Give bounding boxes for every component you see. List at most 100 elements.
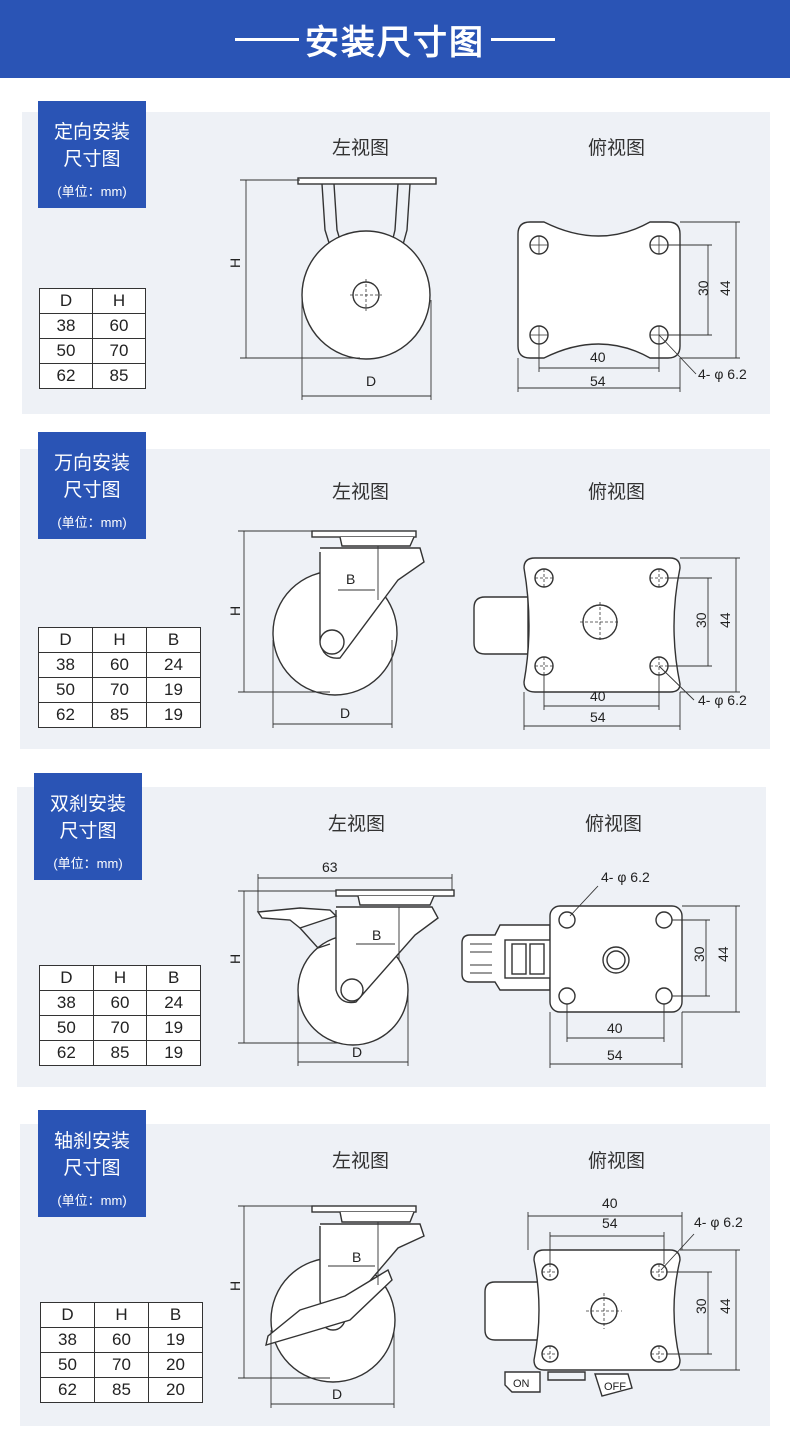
brake-off-label: OFF bbox=[604, 1381, 626, 1393]
tag-unit: (单位：mm) bbox=[53, 856, 123, 871]
dimension-table-axle-brake: D H B 38 60 19 50 70 20 62 85 20 bbox=[40, 1302, 203, 1403]
dim-54-label: 54 bbox=[590, 709, 606, 725]
left-view-label: 左视图 bbox=[332, 1151, 390, 1172]
table-row: 38 60 24 bbox=[39, 990, 201, 1016]
dim-30-label: 30 bbox=[693, 1298, 709, 1314]
table-header: H bbox=[92, 288, 146, 314]
dim-d-label: D bbox=[332, 1386, 342, 1402]
table-cell: 19 bbox=[146, 702, 201, 728]
tag-line1: 轴刹安装 bbox=[53, 1131, 130, 1152]
tag-line1: 万向安装 bbox=[53, 453, 130, 474]
table-cell: 38 bbox=[39, 990, 94, 1016]
hole-label: 4- φ 6.2 bbox=[698, 692, 747, 708]
dim-54-label: 54 bbox=[607, 1047, 623, 1063]
tag-line2: 尺寸图 bbox=[63, 149, 121, 170]
tag-unit: (单位：mm) bbox=[57, 515, 127, 530]
table-cell: 62 bbox=[40, 1377, 95, 1403]
table-row: 62 85 20 bbox=[40, 1377, 203, 1403]
dim-54-label: 54 bbox=[602, 1215, 618, 1231]
table-row: 38 60 24 bbox=[38, 652, 201, 678]
tag-unit: (单位：mm) bbox=[57, 1193, 127, 1208]
dim-h-label: H bbox=[227, 606, 243, 616]
table-row: 38 60 19 bbox=[40, 1327, 203, 1353]
section-swivel-tag: 万向安装 尺寸图 (单位：mm) bbox=[38, 432, 146, 539]
top-view-label: 俯视图 bbox=[588, 482, 646, 503]
dim-44-label: 44 bbox=[717, 1298, 733, 1314]
table-header: B bbox=[146, 965, 201, 991]
top-view-label: 俯视图 bbox=[588, 1151, 646, 1172]
left-view-label: 左视图 bbox=[332, 138, 390, 159]
table-header: D bbox=[38, 627, 93, 653]
table-cell: 62 bbox=[38, 702, 93, 728]
page-title: 安装尺寸图 bbox=[305, 23, 485, 62]
top-view-label: 俯视图 bbox=[585, 814, 643, 835]
table-cell: 60 bbox=[94, 1327, 149, 1353]
table-cell: 62 bbox=[39, 1040, 94, 1066]
table-row: 62 85 bbox=[39, 363, 146, 389]
dim-44-label: 44 bbox=[717, 280, 733, 296]
page-header: 安装尺寸图 bbox=[0, 0, 790, 78]
table-cell: 50 bbox=[39, 338, 93, 364]
hole-label: 4- φ 6.2 bbox=[698, 366, 747, 382]
dim-44-label: 44 bbox=[717, 612, 733, 628]
tag-line2: 尺寸图 bbox=[59, 821, 117, 842]
top-view-label: 俯视图 bbox=[588, 138, 646, 159]
tag-line1: 定向安装 bbox=[53, 122, 130, 143]
dimension-table-double-brake: D H B 38 60 24 50 70 19 62 85 19 bbox=[39, 965, 201, 1066]
dim-40-label: 40 bbox=[602, 1195, 618, 1211]
dimension-table-fixed: D H 38 60 50 70 62 85 bbox=[39, 288, 146, 389]
dim-d-label: D bbox=[340, 705, 350, 721]
table-row: 50 70 19 bbox=[39, 1015, 201, 1041]
table-cell: 19 bbox=[148, 1327, 203, 1353]
table-row: 62 85 19 bbox=[38, 702, 201, 728]
dim-40-label: 40 bbox=[590, 688, 606, 704]
header-dash-left bbox=[235, 37, 299, 41]
dim-40-label: 40 bbox=[607, 1020, 623, 1036]
left-view-label: 左视图 bbox=[328, 814, 386, 835]
table-cell: 50 bbox=[39, 1015, 94, 1041]
table-cell: 50 bbox=[40, 1352, 95, 1378]
table-cell: 85 bbox=[92, 363, 146, 389]
table-cell: 38 bbox=[38, 652, 93, 678]
tag-line1: 双刹安装 bbox=[49, 794, 126, 815]
dim-30-label: 30 bbox=[695, 280, 711, 296]
section-double-brake-tag: 双刹安装 尺寸图 (单位：mm) bbox=[34, 773, 142, 880]
dim-h-label: H bbox=[227, 1281, 243, 1291]
table-header-row: D H B bbox=[40, 1302, 203, 1328]
dim-h-label: H bbox=[227, 954, 243, 964]
table-header-row: D H B bbox=[38, 627, 201, 653]
table-cell: 24 bbox=[146, 652, 201, 678]
table-cell: 50 bbox=[38, 677, 93, 703]
section-fixed-tag: 定向安装 尺寸图 (单位：mm) bbox=[38, 101, 146, 208]
table-row: 50 70 19 bbox=[38, 677, 201, 703]
table-row: 62 85 19 bbox=[39, 1040, 201, 1066]
tag-line2: 尺寸图 bbox=[63, 480, 121, 501]
hole-label: 4- φ 6.2 bbox=[601, 869, 650, 885]
dimension-table-swivel: D H B 38 60 24 50 70 19 62 85 19 bbox=[38, 627, 201, 728]
dim-44-label: 44 bbox=[715, 946, 731, 962]
dim-b-label: B bbox=[346, 571, 355, 587]
table-cell: 19 bbox=[146, 1015, 201, 1041]
dim-b-label: B bbox=[372, 927, 381, 943]
dim-30-label: 30 bbox=[691, 946, 707, 962]
dim-40-label: 40 bbox=[590, 349, 606, 365]
section-axle-brake-tag: 轴刹安装 尺寸图 (单位：mm) bbox=[38, 1110, 146, 1217]
table-cell: 24 bbox=[146, 990, 201, 1016]
dim-h-label: H bbox=[227, 258, 243, 268]
table-header: B bbox=[146, 627, 201, 653]
dim-b-label: B bbox=[352, 1249, 361, 1265]
hole-label: 4- φ 6.2 bbox=[694, 1214, 743, 1230]
dim-d-label: D bbox=[352, 1044, 362, 1060]
table-cell: 20 bbox=[148, 1377, 203, 1403]
left-view-label: 左视图 bbox=[332, 482, 390, 503]
tag-unit: (单位：mm) bbox=[57, 184, 127, 199]
table-header: H bbox=[92, 965, 148, 991]
